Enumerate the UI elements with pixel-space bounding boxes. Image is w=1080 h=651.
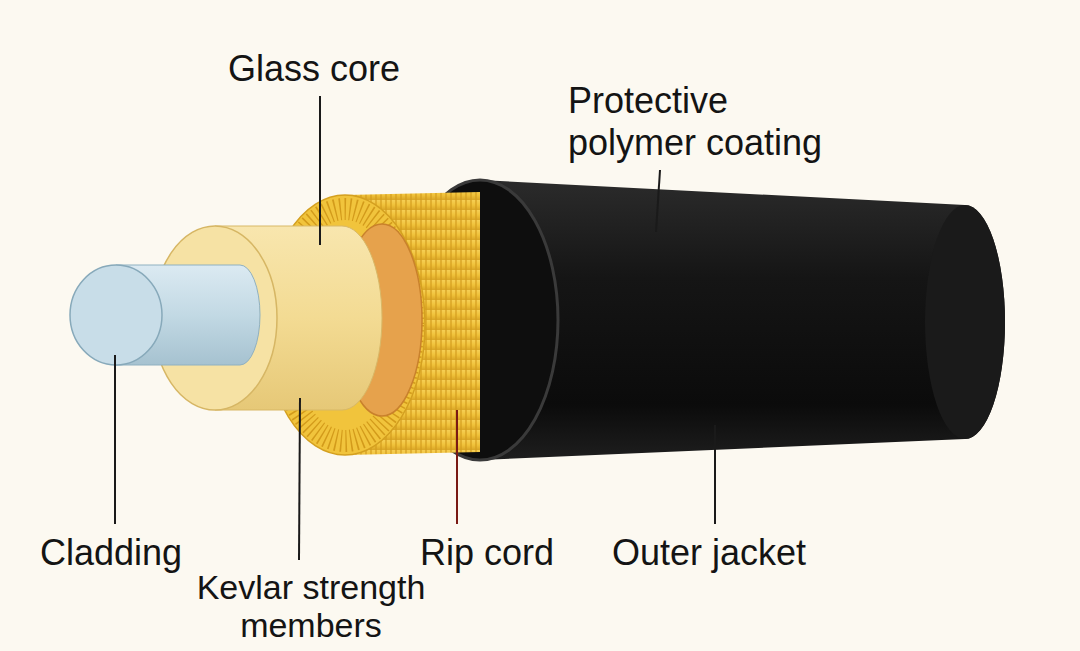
leader-line xyxy=(114,355,116,524)
leader-line xyxy=(319,96,321,245)
cladding-face xyxy=(70,265,162,365)
part-label: Protective polymer coating xyxy=(568,80,838,164)
leader-line xyxy=(299,398,300,560)
outer-jacket xyxy=(402,180,1005,460)
part-label: Rip cord xyxy=(420,532,554,574)
part-label: Outer jacket xyxy=(612,532,806,574)
jacket-end xyxy=(925,205,1005,439)
part-label: Cladding xyxy=(40,532,182,574)
leader-line xyxy=(456,410,458,524)
leader-line xyxy=(656,170,660,232)
leader-line xyxy=(714,425,716,524)
leader-lines xyxy=(115,96,715,560)
cladding-core xyxy=(70,265,260,365)
part-label: Kevlar strength members xyxy=(186,568,436,644)
part-label: Glass core xyxy=(228,48,400,90)
